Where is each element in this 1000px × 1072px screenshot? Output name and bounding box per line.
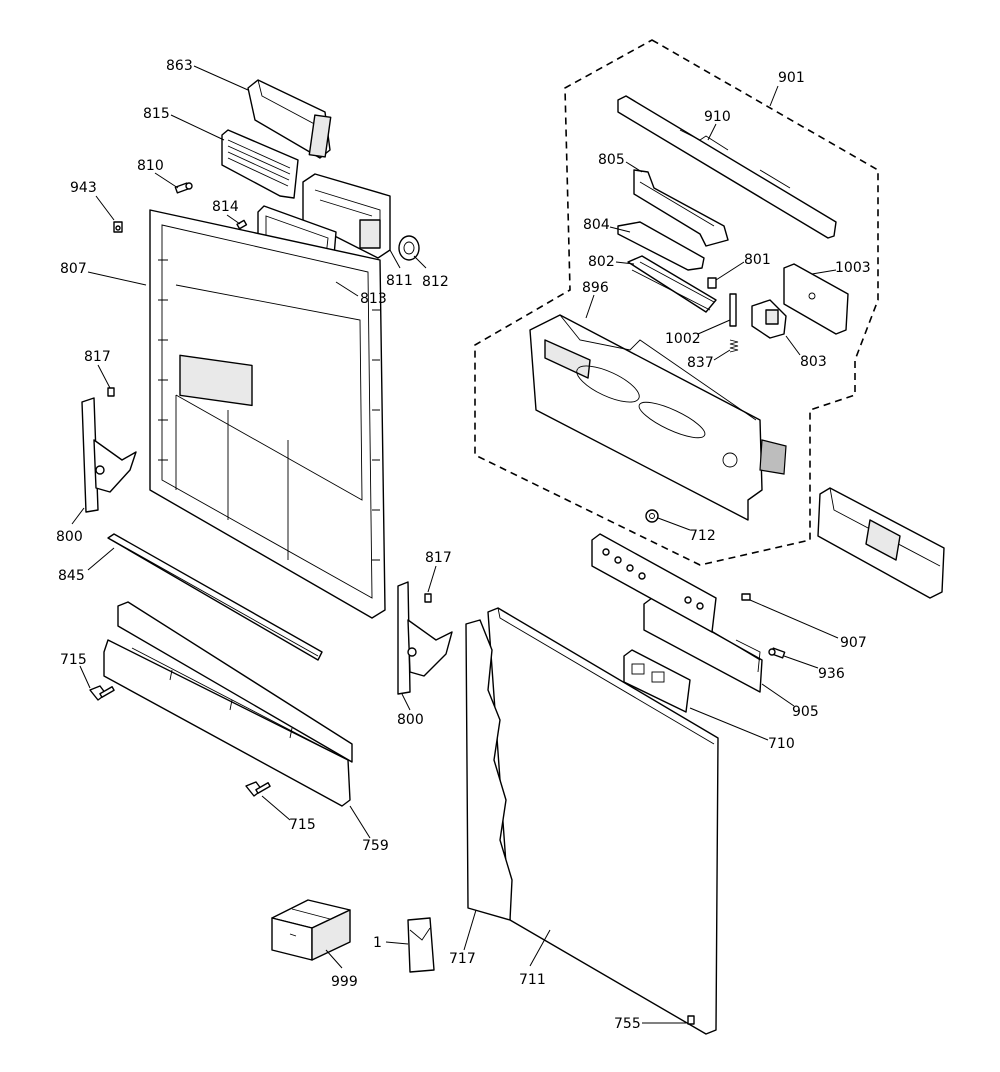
- label-817-right: 817: [425, 550, 452, 566]
- label-711: 711: [519, 972, 546, 988]
- part-800-hinge-right: [397, 581, 453, 695]
- part-715-screw-left: [89, 685, 115, 701]
- label-837: 837: [687, 355, 714, 371]
- label-807: 807: [60, 261, 87, 277]
- part-712-plug: [645, 509, 659, 523]
- part-812-knob: [398, 235, 420, 261]
- label-710: 710: [768, 736, 795, 752]
- part-814-screw: [236, 219, 248, 230]
- label-802: 802: [588, 254, 615, 270]
- part-805-bracket: [633, 169, 729, 247]
- part-1002-pin: [729, 293, 737, 327]
- label-800-right: 800: [397, 712, 424, 728]
- label-813: 813: [360, 291, 387, 307]
- label-1002: 1002: [665, 331, 701, 347]
- label-999: 999: [331, 974, 358, 990]
- label-715-center: 715: [289, 817, 316, 833]
- part-910-rail: [617, 95, 837, 239]
- part-759-lower-panel: [103, 601, 353, 807]
- label-759: 759: [362, 838, 389, 854]
- part-800-hinge-left: [81, 397, 137, 513]
- part-control-board-connectors: [591, 533, 717, 633]
- part-815-vent-grille: [221, 129, 299, 199]
- part-1-manual: [407, 917, 435, 973]
- label-901: 901: [778, 70, 805, 86]
- label-803: 803: [800, 354, 827, 370]
- leader-lines: [71, 65, 839, 1024]
- label-804: 804: [583, 217, 610, 233]
- label-801: 801: [744, 252, 771, 268]
- part-807-inner-door: [149, 209, 386, 619]
- label-717: 717: [449, 951, 476, 967]
- label-812: 812: [422, 274, 449, 290]
- part-817-screw-left: [107, 387, 115, 397]
- label-1003: 1003: [835, 260, 871, 276]
- part-711-outer-door-panel: [487, 607, 719, 1035]
- label-936: 936: [818, 666, 845, 682]
- part-717-door-liner: [465, 619, 513, 921]
- label-943: 943: [70, 180, 97, 196]
- part-845-trim-strip: [107, 533, 323, 661]
- label-800-left: 800: [56, 529, 83, 545]
- callout-labels: 863 815 810 943 814 807 811 812 813 817 …: [56, 58, 871, 1032]
- part-801-switch: [707, 277, 717, 289]
- part-710-bracket: [623, 649, 691, 713]
- assembly-901-outline: [474, 39, 879, 566]
- label-1: 1: [373, 935, 382, 951]
- part-810-screw: [174, 182, 193, 194]
- part-863-vent-cover: [247, 79, 332, 159]
- part-side-trim: [817, 487, 945, 599]
- part-896-control-console: [529, 314, 787, 521]
- label-810: 810: [137, 158, 164, 174]
- label-814: 814: [212, 199, 239, 215]
- label-905: 905: [792, 704, 819, 720]
- part-907-screw: [741, 593, 751, 601]
- label-715-left: 715: [60, 652, 87, 668]
- part-804-plate: [617, 221, 705, 271]
- part-943-screw: [113, 221, 123, 233]
- part-936-screw: [768, 647, 786, 659]
- part-837-spring: [729, 339, 739, 353]
- label-907: 907: [840, 635, 867, 651]
- label-815: 815: [143, 106, 170, 122]
- label-811: 811: [386, 273, 413, 289]
- part-999-box: [271, 899, 351, 961]
- part-1003-board: [783, 263, 849, 335]
- label-910: 910: [704, 109, 731, 125]
- part-715-screw-center: [245, 781, 271, 797]
- part-802-channel: [627, 255, 717, 313]
- label-817-left: 817: [84, 349, 111, 365]
- label-805: 805: [598, 152, 625, 168]
- label-845: 845: [58, 568, 85, 584]
- part-817-screw-right: [424, 593, 432, 603]
- part-803-switch-bracket: [751, 299, 787, 339]
- label-755: 755: [614, 1016, 641, 1032]
- label-896: 896: [582, 280, 609, 296]
- label-863: 863: [166, 58, 193, 74]
- part-755-screw: [687, 1015, 695, 1025]
- label-712: 712: [689, 528, 716, 544]
